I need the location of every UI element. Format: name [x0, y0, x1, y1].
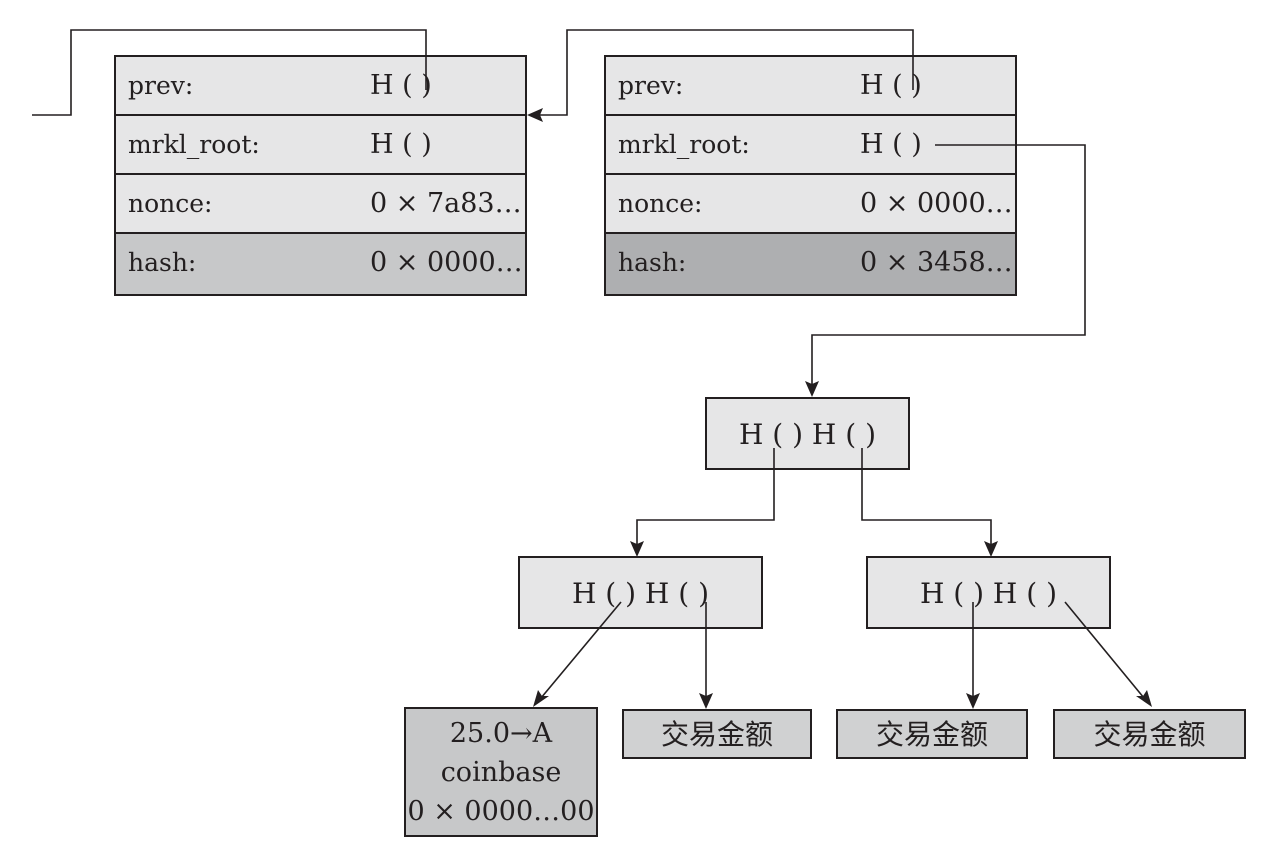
hash-value: 0 × 3458… [860, 247, 1013, 278]
root-to-left-link [636, 448, 775, 545]
right-to-tx3-arrowhead [1136, 690, 1152, 707]
prev-row: prev: H ( ) [606, 57, 1015, 116]
prev-row: prev: H ( ) [116, 57, 525, 116]
hash-row: hash: 0 × 0000… [116, 234, 525, 294]
left-to-tx1-arrowhead [699, 693, 713, 709]
nonce-value: 0 × 7a83… [370, 188, 522, 219]
hash-label: hash: [618, 248, 687, 277]
transaction-leaf-1-text: 交易金额 [660, 718, 773, 751]
transaction-leaf-2-text: 交易金额 [875, 718, 988, 751]
prev-label: prev: [128, 71, 194, 100]
prev-label: prev: [618, 71, 684, 100]
root-to-right-arrowhead [984, 541, 998, 557]
merkle-right-text: H ( ) H ( ) [919, 577, 1058, 610]
hash-value: 0 × 0000… [370, 247, 523, 278]
coinbase-amount: 25.0→A [449, 718, 553, 749]
merkle-left-node: H ( ) H ( ) [518, 556, 763, 629]
prev-link-arrowhead [527, 108, 543, 122]
root-to-right-link [861, 448, 992, 545]
left-to-coinbase-link [540, 601, 622, 699]
right-to-tx2-arrowhead [966, 693, 980, 709]
block-left: prev: H ( ) mrkl_root: H ( ) nonce: 0 × … [114, 55, 527, 296]
coinbase-hash: 0 × 0000…00 [407, 796, 595, 827]
coinbase-label: coinbase [440, 757, 562, 788]
transaction-leaf-3-text: 交易金额 [1093, 718, 1206, 751]
mrkl-root-link [811, 144, 1086, 385]
merkle-right-node: H ( ) H ( ) [866, 556, 1111, 629]
mrkl-root-label: mrkl_root: [128, 130, 260, 159]
nonce-row: nonce: 0 × 0000… [606, 175, 1015, 234]
hash-label: hash: [128, 248, 197, 277]
merkle-root-text: H ( ) H ( ) [738, 418, 877, 451]
nonce-label: nonce: [128, 189, 213, 218]
left-to-coinbase-arrowhead [533, 690, 549, 707]
coinbase-leaf: 25.0→A coinbase 0 × 0000…00 [404, 707, 598, 837]
mrkl-root-label: mrkl_root: [618, 130, 750, 159]
nonce-row: nonce: 0 × 7a83… [116, 175, 525, 234]
right-to-tx3-link [1064, 601, 1145, 699]
root-to-left-arrowhead [630, 541, 644, 557]
merkle-left-text: H ( ) H ( ) [571, 577, 710, 610]
transaction-leaf-1: 交易金额 [622, 709, 812, 759]
merkle-root-node: H ( ) H ( ) [705, 397, 910, 470]
mrkl-root-row: mrkl_root: H ( ) [606, 116, 1015, 175]
mrkl-root-row: mrkl_root: H ( ) [116, 116, 525, 175]
mrkl-root-value: H ( ) [370, 129, 432, 160]
transaction-leaf-3: 交易金额 [1053, 709, 1246, 759]
mrkl-root-value: H ( ) [860, 129, 922, 160]
mrkl-root-arrowhead [805, 381, 819, 397]
prev-value: H ( ) [370, 70, 432, 101]
transaction-leaf-2: 交易金额 [836, 709, 1028, 759]
prev-link-right-to-left [538, 29, 914, 116]
block-right: prev: H ( ) mrkl_root: H ( ) nonce: 0 × … [604, 55, 1017, 296]
prev-link-left-offpage [32, 29, 427, 116]
nonce-label: nonce: [618, 189, 703, 218]
nonce-value: 0 × 0000… [860, 188, 1013, 219]
prev-value: H ( ) [860, 70, 922, 101]
hash-row: hash: 0 × 3458… [606, 234, 1015, 294]
